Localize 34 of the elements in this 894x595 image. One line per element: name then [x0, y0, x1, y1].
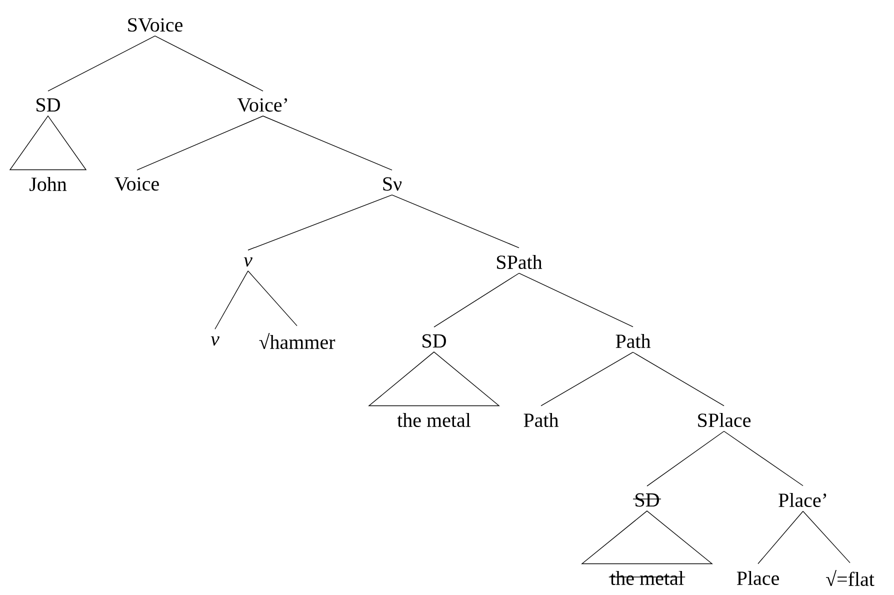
- branch-line: [154, 36, 264, 92]
- tree-label: SPlace: [698, 412, 751, 428]
- tree-label: SD: [422, 334, 446, 348]
- tree-label: √=flat: [826, 570, 874, 586]
- branch-line: [214, 270, 248, 330]
- branch-line: [802, 510, 850, 564]
- branch-line: [434, 272, 520, 328]
- branch-line: [392, 194, 520, 248]
- tree-label: Sν: [383, 177, 402, 191]
- tree-label: Place’: [778, 492, 826, 508]
- tree-label: Voice’: [237, 98, 288, 112]
- tree-label: Place: [736, 570, 779, 586]
- tree-label: Path: [524, 412, 559, 428]
- branch-line: [632, 352, 724, 406]
- branch-line: [758, 510, 804, 564]
- branch-line: [646, 430, 724, 486]
- tree-label: SVoice: [128, 18, 182, 32]
- branch-line: [724, 430, 804, 486]
- tree-label: Path: [616, 334, 651, 348]
- branch-line: [262, 116, 392, 170]
- branch-line: [48, 36, 156, 92]
- branch-line: [248, 194, 392, 250]
- tree-label: SPath: [497, 254, 542, 270]
- branch-line: [540, 352, 634, 406]
- tree-label: Voice: [114, 177, 159, 191]
- tree-label: ν: [244, 257, 252, 267]
- tree-label: SD: [36, 98, 60, 112]
- tree-label: the metal: [397, 412, 471, 428]
- branch-line: [136, 116, 264, 170]
- branch-line: [518, 272, 634, 328]
- tree-label: √hammer: [259, 333, 336, 349]
- tree-label: ν: [210, 336, 220, 346]
- branch-line: [248, 270, 298, 326]
- tree-label: John: [30, 176, 67, 192]
